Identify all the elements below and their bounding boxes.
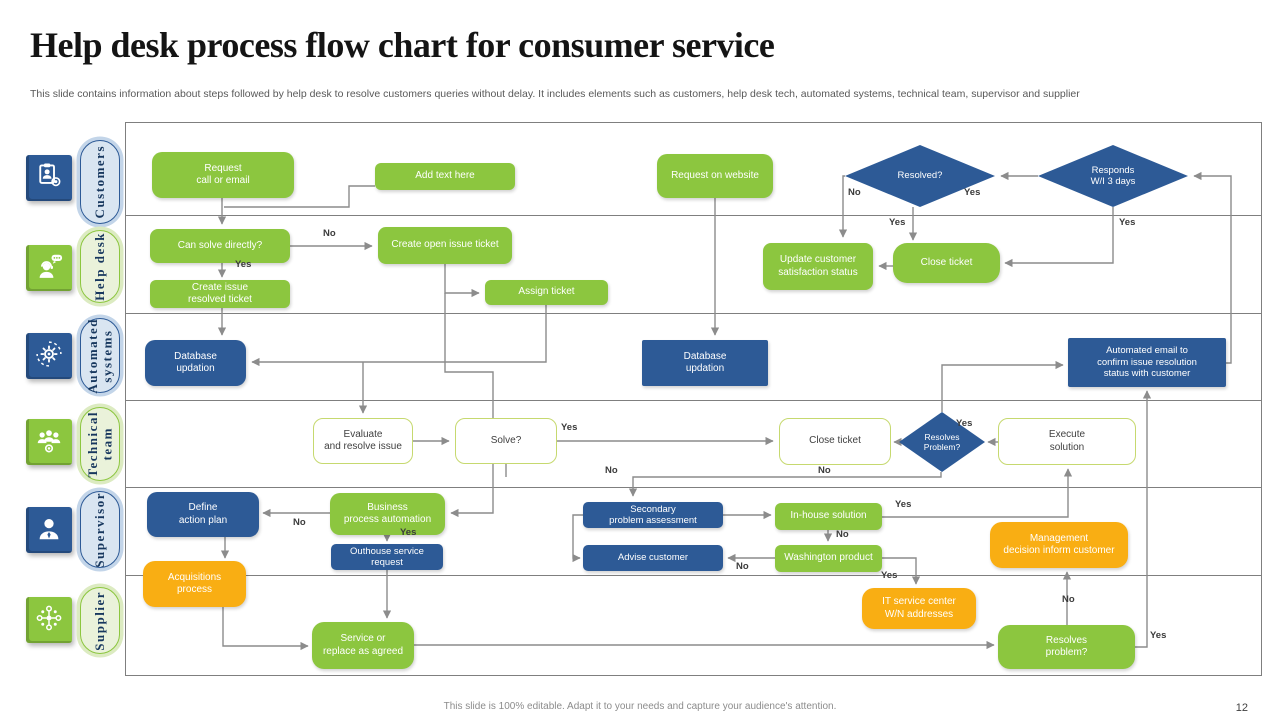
technical-team-tile[interactable] <box>26 419 72 465</box>
node-assign-ticket[interactable]: Assign ticket <box>485 280 608 305</box>
technical-team-icon <box>34 425 64 460</box>
node-business-process-automation[interactable]: Business process automation <box>330 493 445 535</box>
footer-note: This slide is 100% editable. Adapt it to… <box>443 701 837 712</box>
automated-systems-tile[interactable] <box>26 333 72 379</box>
edge-label-washington-no: No <box>736 561 749 572</box>
lane-label-supplier[interactable]: Supplier <box>80 587 120 654</box>
edge-label-responds-yes-down: Yes <box>1119 217 1136 228</box>
node-close-ticket-helpdesk[interactable]: Close ticket <box>893 243 1000 283</box>
node-resolves-problem-supplier[interactable]: Resolves problem? <box>998 625 1135 669</box>
edge-label-solve-no: No <box>605 465 618 476</box>
supervisor-tile[interactable] <box>26 507 72 553</box>
lane-label-helpdesk[interactable]: Help desk <box>80 230 120 303</box>
page-subtitle: This slide contains information about st… <box>30 88 1080 100</box>
node-database-updation-1[interactable]: Database updation <box>145 340 246 386</box>
node-washington-product[interactable]: Washington product <box>775 545 882 572</box>
lane-divider <box>125 313 1262 314</box>
lane-label-automated-systems[interactable]: Automated systems <box>80 318 120 393</box>
customers-tile[interactable] <box>26 155 72 201</box>
node-execute-solution[interactable]: Execute solution <box>998 418 1136 465</box>
lane-divider <box>125 575 1262 576</box>
page-title: Help desk process flow chart for consume… <box>30 25 775 65</box>
edge-label-can-solve-yes: Yes <box>235 259 252 270</box>
node-management-decision-inform-customer[interactable]: Management decision inform customer <box>990 522 1128 568</box>
edge-label-inhouse-yes: Yes <box>895 499 912 510</box>
edge-label-solve-yes: Yes <box>561 422 578 433</box>
node-database-updation-2[interactable]: Database updation <box>642 340 768 386</box>
page-number: 12 <box>1235 702 1248 714</box>
lane-label-technical-team[interactable]: Technical team <box>80 407 120 481</box>
node-solve[interactable]: Solve? <box>455 418 557 464</box>
lane-label-supervisor[interactable]: Supervisor <box>80 491 120 568</box>
node-define-action-plan[interactable]: Define action plan <box>147 492 259 537</box>
node-advise-customer[interactable]: Advise customer <box>583 545 723 571</box>
helpdesk-icon <box>34 251 64 286</box>
supervisor-icon <box>34 513 64 548</box>
edge-label-responds-yes-left: Yes <box>964 187 981 198</box>
edge-label-resolves2-no: No <box>1062 594 1075 605</box>
node-can-solve-directly[interactable]: Can solve directly? <box>150 229 290 263</box>
node-create-issue-resolved-ticket[interactable]: Create issue resolved ticket <box>150 280 290 308</box>
edge-label-washington-yes: Yes <box>881 570 898 581</box>
node-in-house-solution[interactable]: In-house solution <box>775 503 882 530</box>
customers-icon <box>34 161 64 196</box>
lane-label-customers[interactable]: Customers <box>80 140 120 224</box>
node-secondary-problem-assessment[interactable]: Secondary problem assessment <box>583 502 723 528</box>
edge-label-close-no: No <box>818 465 831 476</box>
edge-label-business-yes: Yes <box>400 527 417 538</box>
node-automated-email-confirm-resolution[interactable]: Automated email to confirm issue resolut… <box>1068 338 1226 387</box>
node-request-call-or-email[interactable]: Request call or email <box>152 152 294 198</box>
automated-systems-icon <box>34 339 64 374</box>
node-update-customer-satisfaction-status[interactable]: Update customer satisfaction status <box>763 243 873 290</box>
node-request-on-website[interactable]: Request on website <box>657 154 773 198</box>
helpdesk-tile[interactable] <box>26 245 72 291</box>
supplier-tile[interactable] <box>26 597 72 643</box>
node-outhouse-service-request[interactable]: Outhouse service request <box>331 544 443 570</box>
node-acquisitions-process[interactable]: Acquisitions process <box>143 561 246 607</box>
edge-label-resolved-yes: Yes <box>889 217 906 228</box>
supplier-icon <box>34 603 64 638</box>
lane-divider <box>125 487 1262 488</box>
edge-label-resolves-yes: Yes <box>956 418 973 429</box>
node-add-text-here[interactable]: Add text here <box>375 163 515 190</box>
lane-divider <box>125 215 1262 216</box>
node-evaluate-and-resolve-issue[interactable]: Evaluate and resolve issue <box>313 418 413 464</box>
lane-divider <box>125 400 1262 401</box>
edge-label-resolved-no: No <box>848 187 861 198</box>
node-service-or-replace-as-agreed[interactable]: Service or replace as agreed <box>312 622 414 669</box>
edge-label-can-solve-no: No <box>323 228 336 239</box>
node-close-ticket-technical[interactable]: Close ticket <box>779 418 891 465</box>
edge-label-business-no: No <box>293 517 306 528</box>
node-create-open-issue-ticket[interactable]: Create open issue ticket <box>378 227 512 264</box>
edge-label-resolves2-yes: Yes <box>1150 630 1167 641</box>
edge-label-inhouse-no: No <box>836 529 849 540</box>
flowchart-frame <box>125 122 1262 676</box>
node-it-service-center[interactable]: IT service center W/N addresses <box>862 588 976 629</box>
